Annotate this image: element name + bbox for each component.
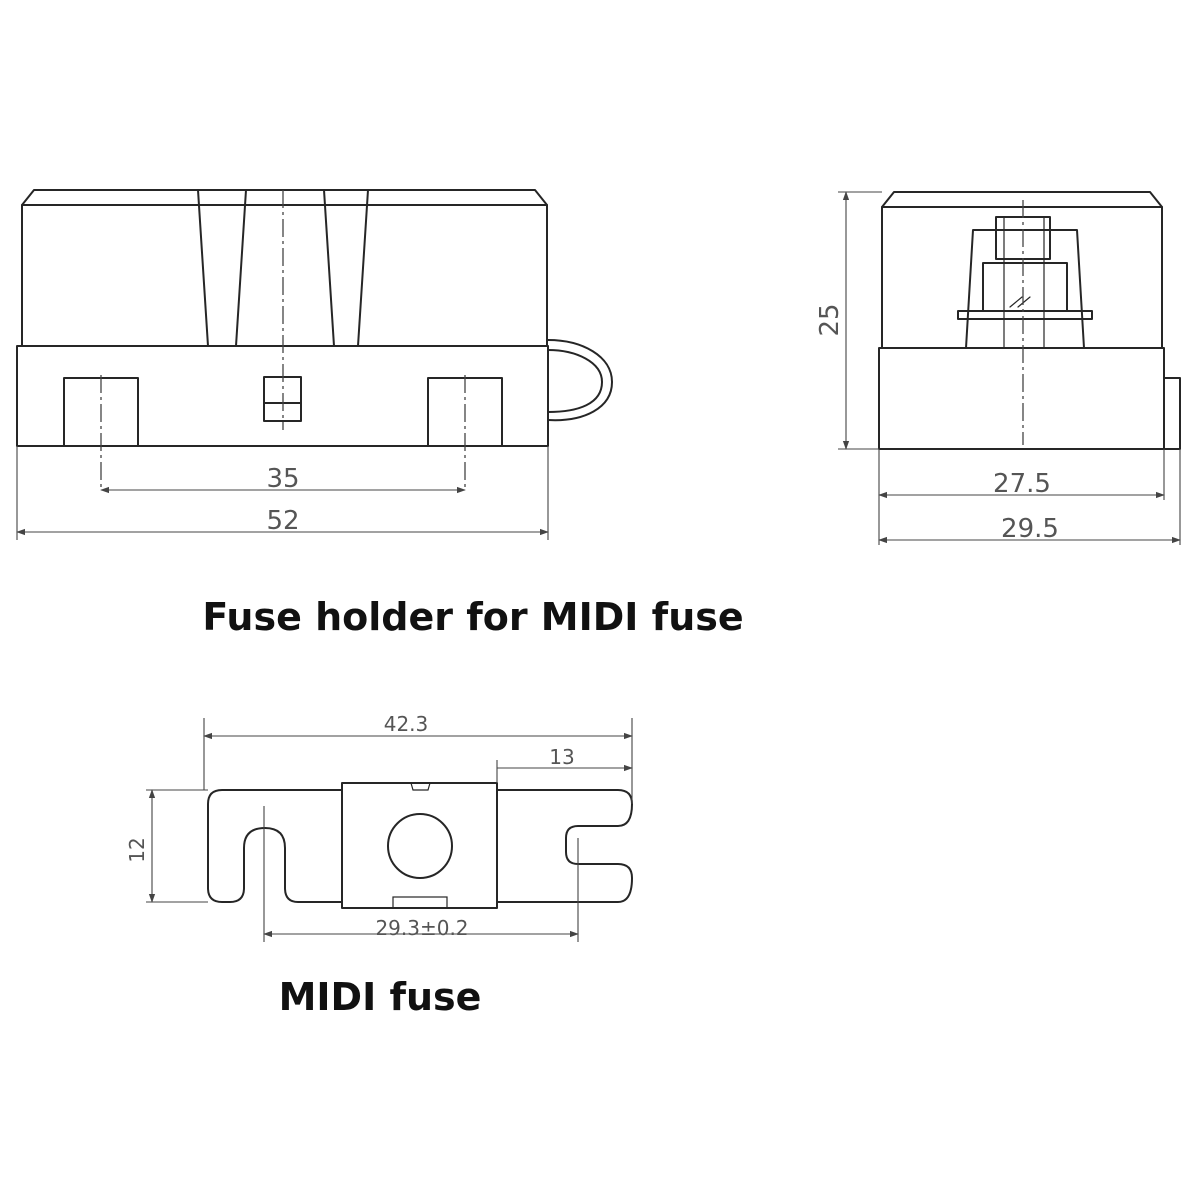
dim-label-25: 25: [815, 303, 845, 336]
dim-label-13: 13: [549, 745, 574, 769]
holder-lid: [21, 189, 548, 347]
holder-side-view: 25 27.5 29.5: [815, 191, 1181, 545]
dim-label-12: 12: [125, 837, 149, 862]
blade-housing: [965, 229, 1085, 349]
dim-label-29-3: 29.3±0.2: [375, 916, 468, 940]
holder-front-view: 35 52: [16, 189, 613, 540]
nut-block: [982, 262, 1068, 312]
wire-loop-inner: [547, 349, 603, 413]
fuse-channel-left: [197, 189, 247, 347]
holder-caption: Fuse holder for MIDI fuse: [202, 595, 743, 639]
midi-fuse-view: 42.3 13 12 29.3±0.2: [125, 712, 633, 942]
wire-loop: [547, 339, 613, 422]
fuse-viewing-hole: [387, 813, 453, 879]
dim-label-27-5: 27.5: [993, 469, 1051, 499]
side-tab: [1163, 377, 1181, 450]
fuse-bottom-window: [392, 896, 448, 909]
washer-plate: [957, 310, 1093, 320]
dim-label-35: 35: [266, 464, 299, 494]
fuse-channel-right: [323, 189, 369, 347]
dim-label-29-5: 29.5: [1001, 514, 1059, 544]
holder-side-base: [878, 347, 1165, 450]
dim-label-52: 52: [266, 506, 299, 536]
thread-mark: [1009, 296, 1031, 308]
dim-label-42-3: 42.3: [384, 712, 429, 736]
fuse-caption: MIDI fuse: [279, 975, 482, 1019]
fuse-top-notch: [410, 782, 431, 791]
fuse-outline: [207, 782, 633, 909]
holder-side-lid: [881, 191, 1163, 349]
